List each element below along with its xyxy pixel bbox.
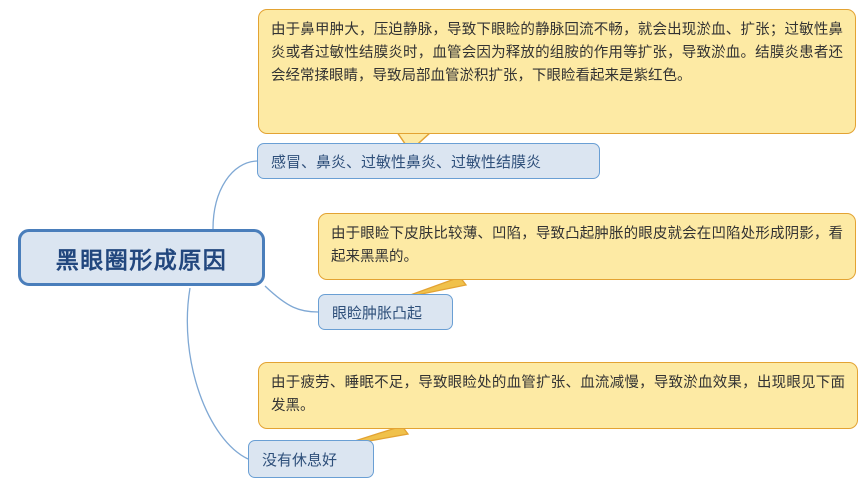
connector-to-branch-3 <box>186 287 249 460</box>
note-branch-3-text: 由于疲劳、睡眠不足，导致眼睑处的血管扩张、血流减慢，导致淤血效果，出现眼见下面发… <box>271 375 845 414</box>
note-branch-2[interactable]: 由于眼睑下皮肤比较薄、凹陷，导致凸起肿胀的眼皮就会在凹陷处形成阴影，看起来黑黑的… <box>318 213 856 280</box>
branch-label-3-text: 没有休息好 <box>262 450 338 469</box>
branch-label-1-text: 感冒、鼻炎、过敏性鼻炎、过敏性结膜炎 <box>271 152 542 171</box>
branch-label-2[interactable]: 眼睑肿胀凸起 <box>318 294 453 330</box>
note-branch-1-text: 由于鼻甲肿大，压迫静脉，导致下眼睑的静脉回流不畅，就会出现淤血、扩张；过敏性鼻炎… <box>271 22 843 84</box>
root-node[interactable]: 黑眼圈形成原因 <box>18 229 265 286</box>
note-branch-1[interactable]: 由于鼻甲肿大，压迫静脉，导致下眼睑的静脉回流不畅，就会出现淤血、扩张；过敏性鼻炎… <box>258 9 856 134</box>
branch-label-3[interactable]: 没有休息好 <box>248 440 374 478</box>
connector-to-branch-1 <box>212 160 258 230</box>
note-branch-3[interactable]: 由于疲劳、睡眠不足，导致眼睑处的血管扩张、血流减慢，导致淤血效果，出现眼见下面发… <box>258 362 858 429</box>
connector-to-branch-2 <box>264 285 319 313</box>
branch-label-2-text: 眼睑肿胀凸起 <box>332 303 423 322</box>
root-node-label: 黑眼圈形成原因 <box>55 247 228 274</box>
branch-label-1[interactable]: 感冒、鼻炎、过敏性鼻炎、过敏性结膜炎 <box>257 143 600 179</box>
note-branch-2-text: 由于眼睑下皮肤比较薄、凹陷，导致凸起肿胀的眼皮就会在凹陷处形成阴影，看起来黑黑的… <box>331 226 843 265</box>
